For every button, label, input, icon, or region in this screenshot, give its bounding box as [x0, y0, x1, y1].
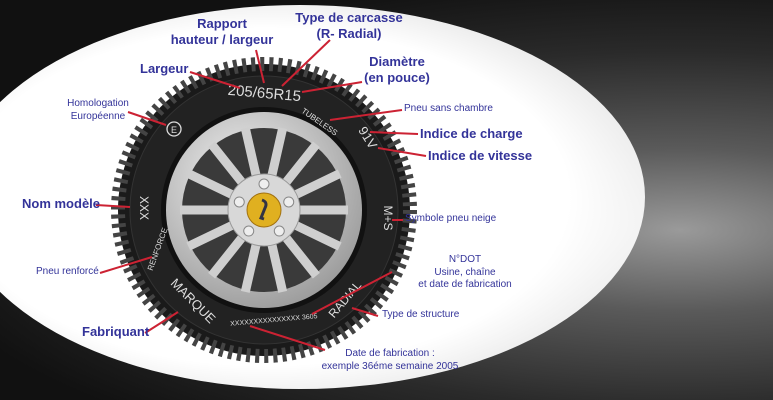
label-nom-modele: Nom modèle: [22, 196, 101, 211]
label-dot-line3: et date de fabrication: [418, 279, 512, 290]
label-fabriquant: Fabriquant: [82, 324, 150, 339]
label-dot: N°DOT Usine, chaîne et date de fabricati…: [405, 254, 525, 292]
sidewall-snow: M+S: [381, 205, 395, 230]
label-renforce: Pneu renforcé: [36, 266, 99, 277]
lug-nut-icon: [283, 196, 295, 208]
lug-nut-icon: [258, 178, 270, 190]
label-rapport-line1: Rapport: [197, 16, 247, 31]
label-largeur: Largeur: [140, 61, 189, 76]
rim-spoke: [267, 242, 288, 293]
rim-spoke: [281, 233, 320, 279]
label-charge: Indice de charge: [420, 126, 523, 141]
rim-spoke: [208, 141, 247, 187]
leader-lines: [95, 39, 427, 351]
rim-spoke: [208, 233, 247, 279]
label-carcasse: Type de carcasse (R- Radial): [286, 10, 412, 43]
rim-spokes: [180, 127, 348, 293]
rim-spoke: [186, 169, 236, 200]
label-diametre-line1: Diamètre: [369, 54, 425, 69]
rim-spoke: [281, 141, 320, 187]
label-date: Date de fabrication : exemple 36éme sema…: [310, 348, 470, 373]
lug-nut-icon: [233, 196, 245, 208]
rim-spoke: [292, 220, 342, 251]
label-sans-chambre: Pneu sans chambre: [404, 103, 493, 114]
lug-nut-icon: [243, 225, 255, 237]
rim-spoke: [292, 169, 342, 200]
e-homologation-icon: [166, 121, 182, 137]
label-carcasse-line2: (R- Radial): [316, 26, 382, 42]
label-date-line1: Date de fabrication :: [345, 348, 435, 359]
logo-figure-icon: [259, 198, 268, 221]
sidewall-model: XXX: [137, 196, 151, 220]
label-homologation-line2: Européenne: [70, 110, 126, 122]
lug-nuts: [233, 178, 295, 237]
tire-tread: [111, 57, 417, 363]
label-neige: Symbole pneu neige: [405, 213, 497, 224]
label-homologation-line1: Homologation: [67, 98, 129, 109]
rim-spoke: [267, 127, 288, 178]
label-rapport: Rapport hauteur / largeur: [168, 16, 276, 49]
label-diametre: Diamètre (en pouce): [355, 54, 439, 87]
label-diametre-line2: (en pouce): [364, 70, 430, 86]
label-vitesse: Indice de vitesse: [428, 148, 533, 163]
label-date-line2: exemple 36éme semaine 2005: [321, 360, 459, 372]
rim-spoke: [240, 127, 261, 178]
label-rapport-line2: hauteur / largeur: [170, 32, 274, 48]
rim-spoke: [186, 220, 236, 251]
sidewall-size: 205/65R15: [227, 82, 302, 105]
sidewall-homologation: E: [171, 125, 177, 135]
label-dot-line1: N°DOT: [448, 254, 482, 265]
lug-nut-icon: [273, 225, 285, 237]
rim-spoke: [240, 242, 261, 293]
label-carcasse-line1: Type de carcasse: [295, 10, 403, 25]
label-structure: Type de structure: [382, 309, 460, 320]
label-dot-line2: Usine, chaîne: [434, 266, 496, 278]
label-homologation: Homologation Européenne: [60, 98, 136, 123]
